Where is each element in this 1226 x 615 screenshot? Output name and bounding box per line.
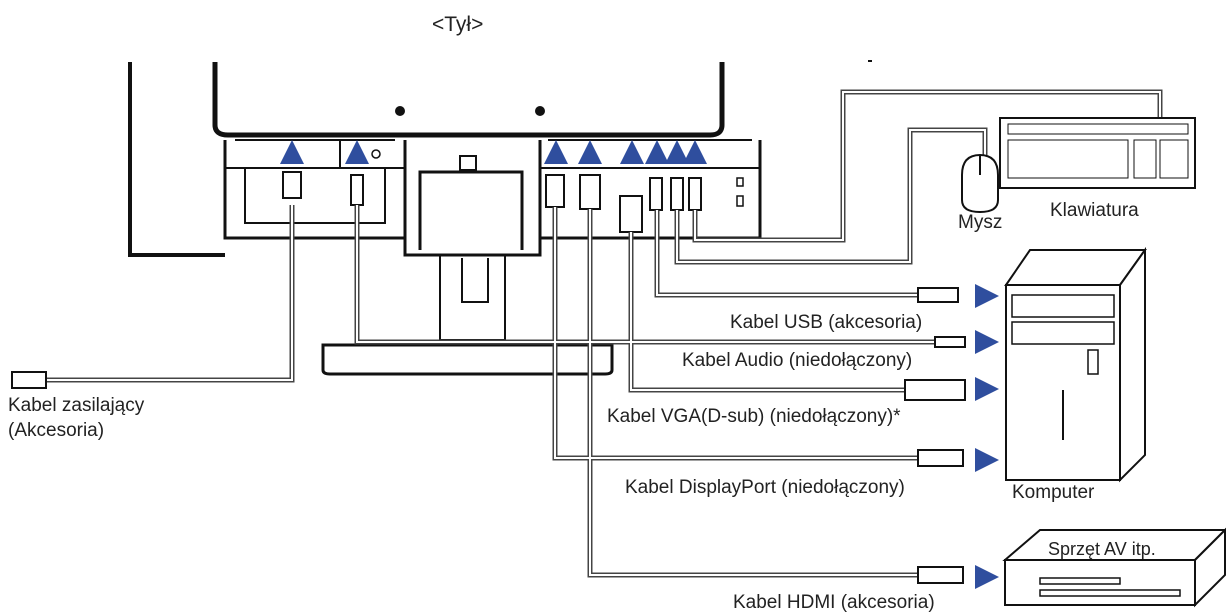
diagram-title: <Tył> (432, 13, 484, 36)
keyboard-label: Klawiatura (1050, 200, 1139, 221)
computer-icon (1004, 246, 1147, 483)
port-arrows (280, 140, 707, 164)
mouse-icon (961, 153, 999, 214)
av-equipment-label: Sprzęt AV itp. (1048, 539, 1156, 559)
hdmi-cable-label: Kabel HDMI (akcesoria) (733, 592, 935, 613)
power-cable-label: Kabel zasilający (8, 395, 145, 416)
end-connectors (11, 287, 966, 584)
keyboard-icon (999, 117, 1196, 189)
displayport-cable-label: Kabel DisplayPort (niedołączony) (625, 477, 905, 498)
screw-hole-left (395, 106, 405, 116)
screw-hole-right (535, 106, 545, 116)
output-arrows (975, 284, 999, 589)
audio-cable-label: Kabel Audio (niedołączony) (682, 350, 913, 371)
vga-cable-label: Kabel VGA(D-sub) (niedołączony)* (607, 406, 901, 427)
power-cable-sublabel: (Akcesoria) (8, 420, 105, 441)
computer-label: Komputer (1012, 482, 1095, 503)
monitor-rear (128, 60, 872, 257)
cable-plugs (282, 171, 702, 233)
usb-cable-label: Kabel USB (akcesoria) (730, 312, 923, 333)
monitor-stand (321, 140, 614, 376)
mouse-label: Mysz (958, 212, 1003, 233)
av-equipment-icon (1002, 527, 1226, 608)
